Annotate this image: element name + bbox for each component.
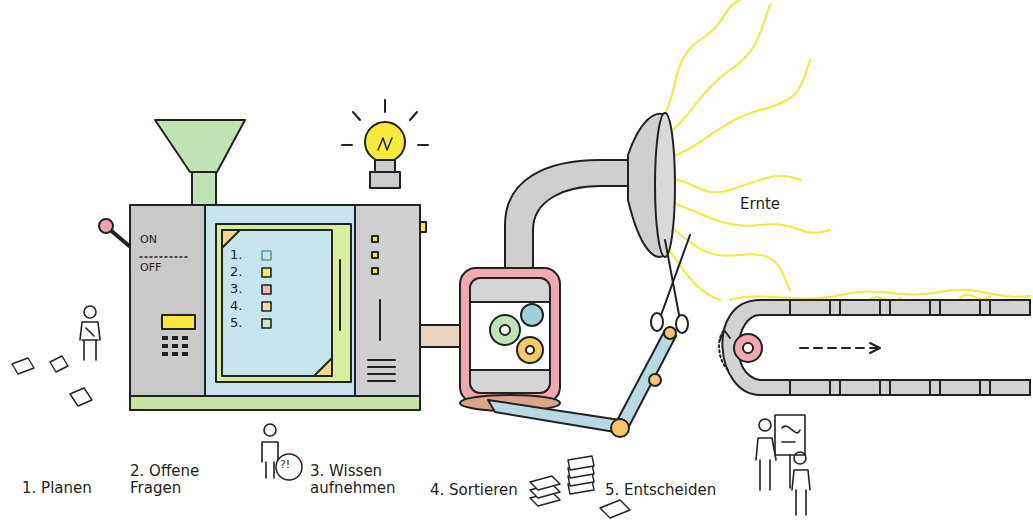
switch-label: ON [140, 234, 157, 247]
list-number: 3. [230, 282, 242, 297]
switch-label: OFF [140, 262, 161, 275]
list-number: 2. [230, 265, 242, 280]
list-number: 4. [230, 299, 242, 314]
harvest-label: Ernte [740, 196, 780, 213]
step-label: 4. Sortieren [430, 482, 518, 499]
list-number: 5. [230, 316, 242, 331]
step-label: 2. Offene Fragen [130, 463, 230, 498]
step-label: 3. Wissen aufnehmen [310, 463, 410, 498]
step-label: 1. Planen [22, 480, 92, 497]
speech-text: ?! [280, 459, 290, 472]
step-label: 5. Entscheiden [605, 482, 716, 499]
list-number: 1. [230, 248, 242, 263]
